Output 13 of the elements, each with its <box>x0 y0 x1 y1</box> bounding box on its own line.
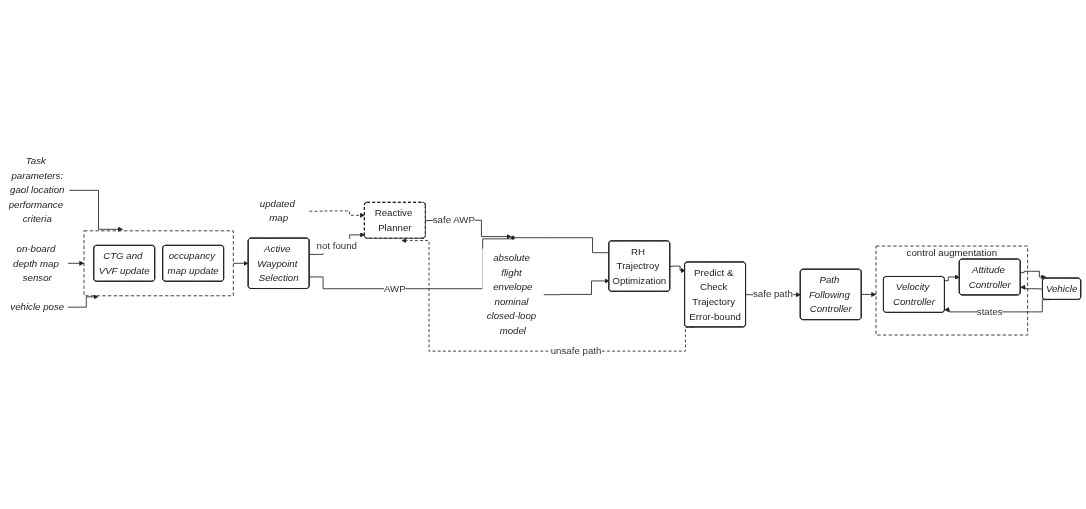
node-switch <box>510 235 515 240</box>
node-text: updated map <box>259 198 295 224</box>
connector <box>514 237 610 254</box>
node-text: on-board depth map sensor <box>13 243 59 284</box>
edge-label: states <box>976 306 1003 318</box>
node-text: Task parameters: gaol location performance criteria <box>8 155 65 225</box>
edge-label: not found <box>316 240 357 252</box>
edge-label: unsafe path <box>550 345 602 357</box>
edge-label: AWP <box>384 283 406 294</box>
node-text: vehicle pose <box>10 301 65 313</box>
edge-label: safe AWP <box>432 214 475 226</box>
cluster <box>83 230 234 297</box>
edge-label: safe path <box>752 288 793 300</box>
